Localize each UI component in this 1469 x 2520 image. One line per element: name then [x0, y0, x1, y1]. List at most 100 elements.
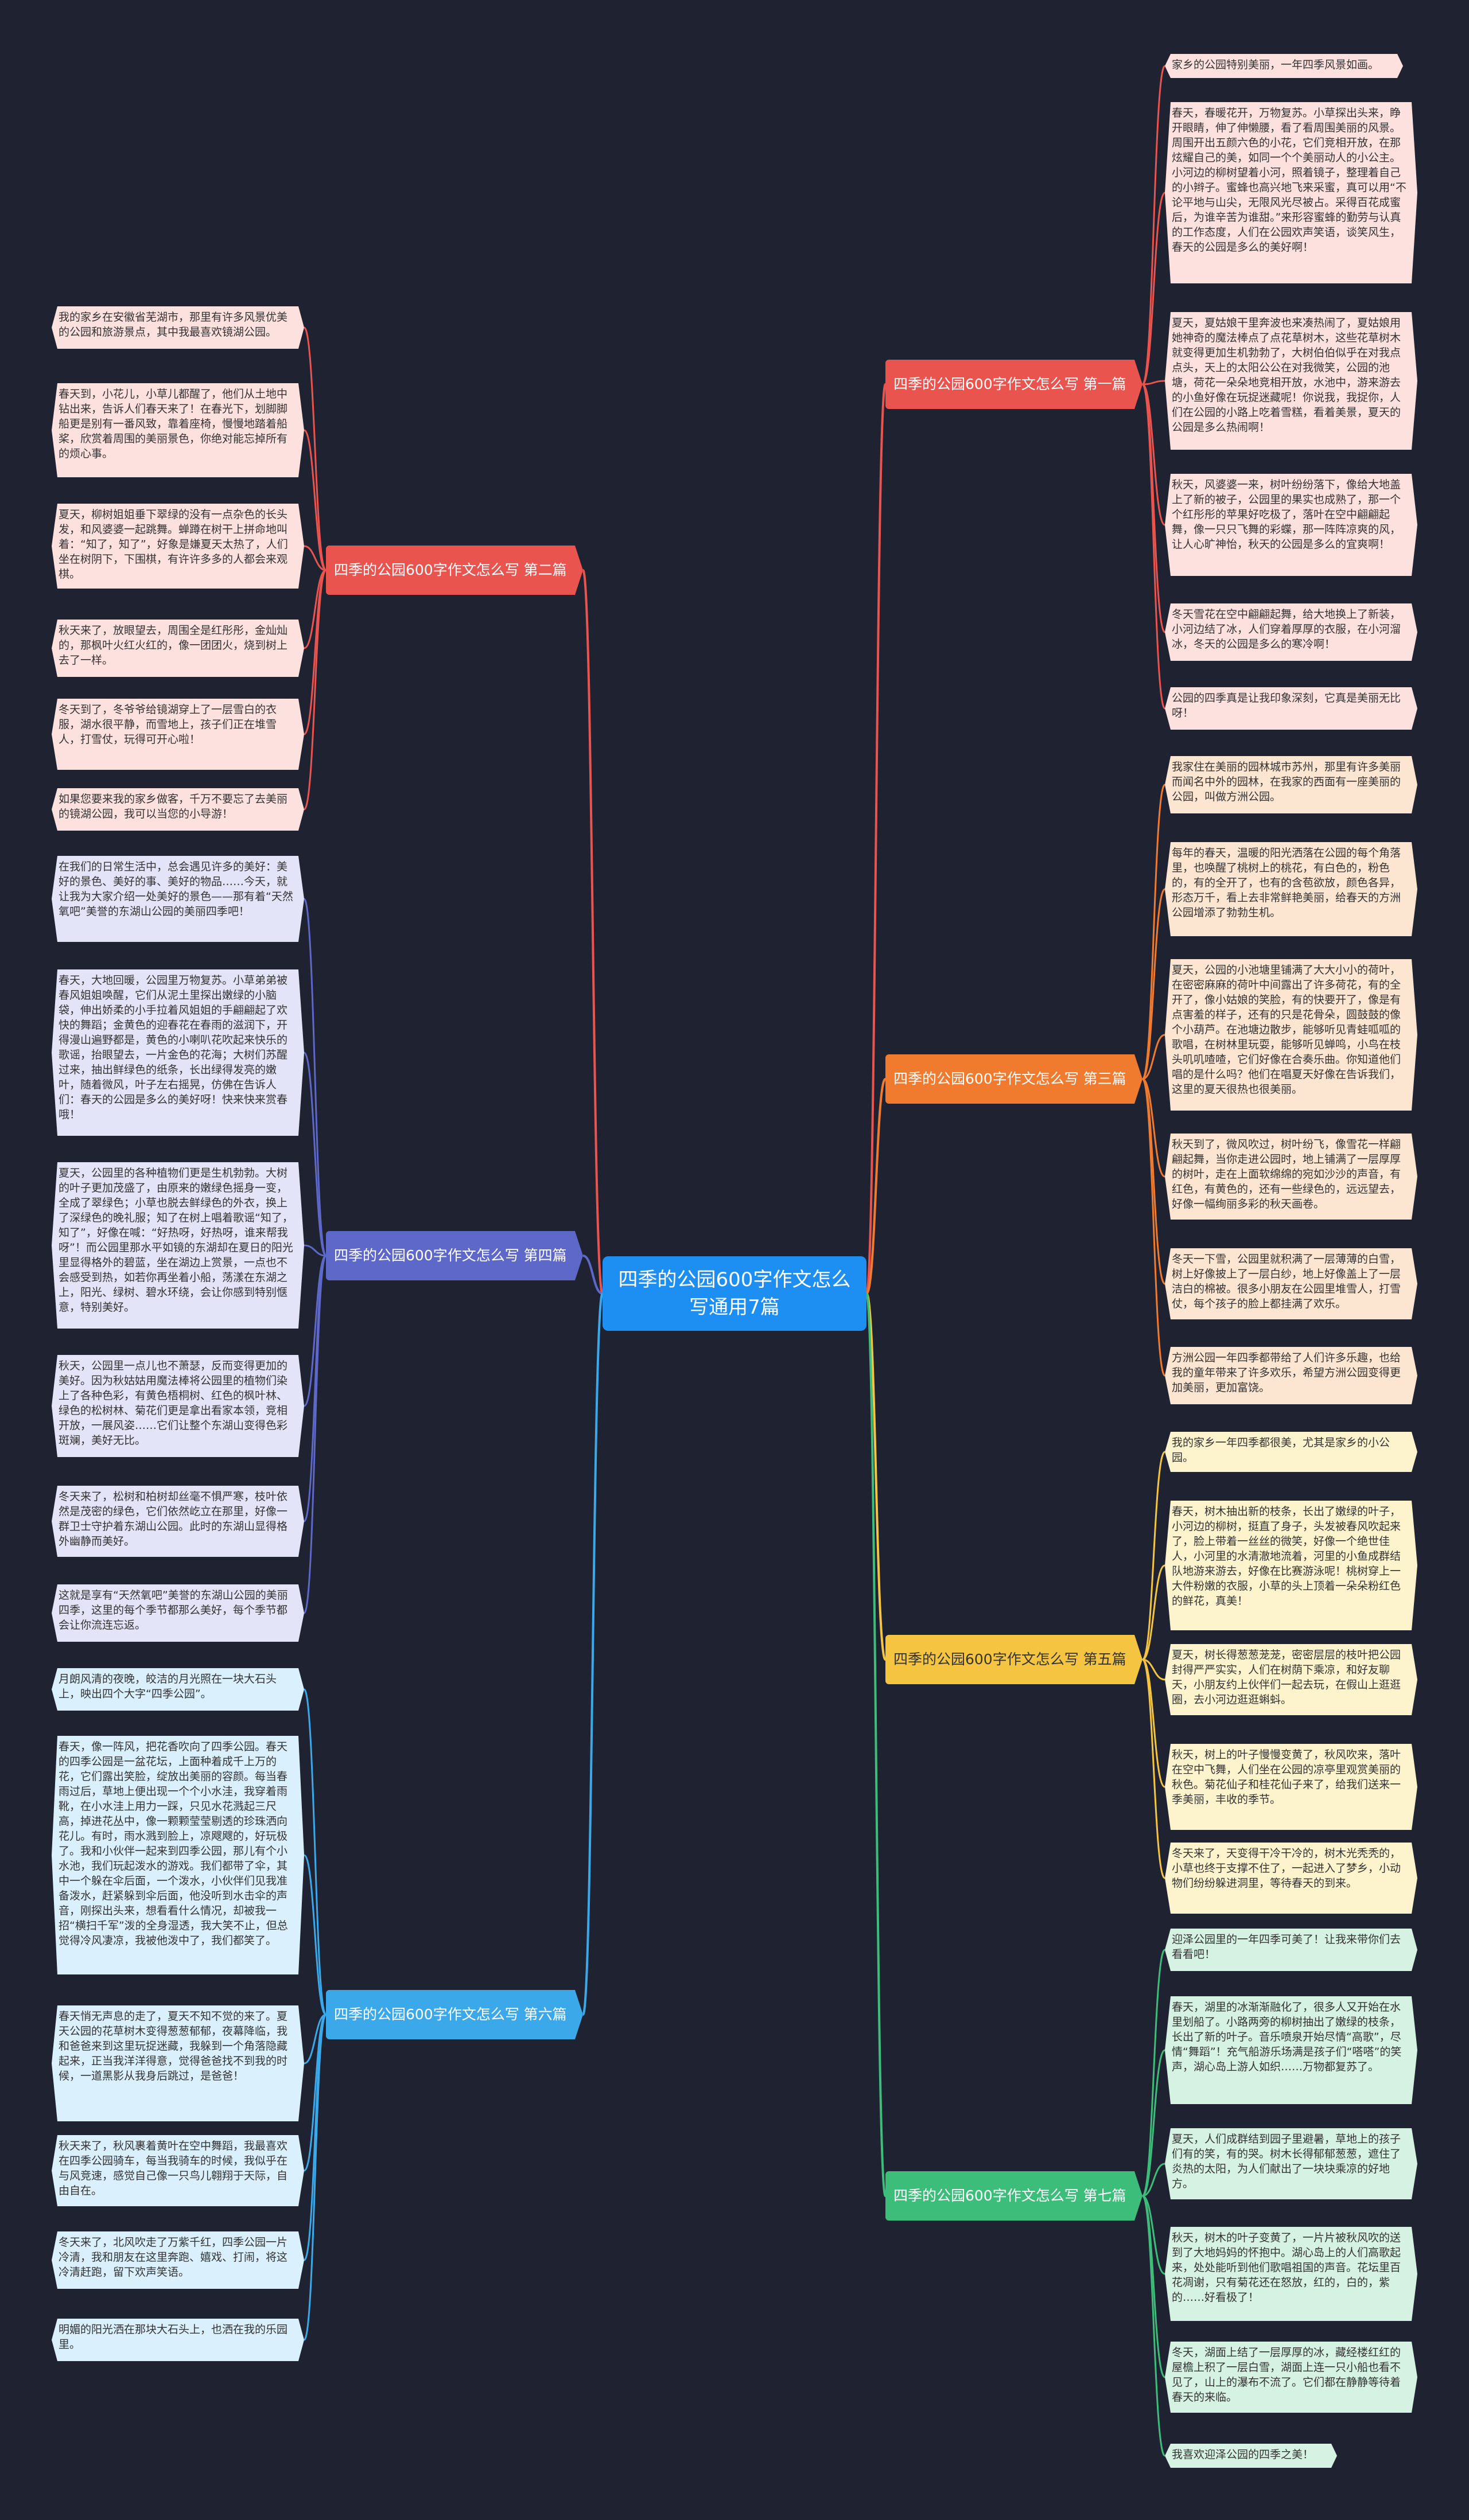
connector-line — [304, 545, 327, 571]
leaf-7-3[interactable]: 夏天，人们成群结到园子里避暑，草地上的孩子们有的笑，有的哭。树木长得郁郁葱葱，遮… — [1165, 2128, 1417, 2199]
connector-line — [1141, 888, 1166, 1080]
connector-line — [304, 569, 327, 649]
leaf-4-5[interactable]: 冬天来了，松树和柏树却丝毫不惧严寒，枝叶依然是茂密的绿色，它们依然屹立在那里，好… — [52, 1486, 304, 1557]
connector-line — [303, 1051, 327, 1257]
branch-label: 四季的公园600字作文怎么写 第四篇 — [334, 1247, 567, 1264]
connector-line — [303, 569, 327, 735]
connector-line — [303, 1255, 327, 1614]
connector-line — [1142, 1564, 1165, 1661]
leaf-2-4[interactable]: 秋天来了，放眼望去，周围全是红彤彤，金灿灿的，那枫叶火红火红的，像一团团火，烧到… — [52, 620, 304, 677]
connector-line — [1142, 2163, 1165, 2197]
connector-line — [1141, 1451, 1166, 1661]
connector-line — [1142, 1658, 1165, 1788]
leaf-5-4[interactable]: 秋天，树上的叶子慢慢变黄了，秋风吹来，落叶在空中飞舞，人们坐在公园的凉亭里观赏美… — [1165, 1744, 1417, 1830]
connector-line — [1141, 784, 1166, 1080]
connector-line — [865, 383, 887, 1295]
leaf-3-6[interactable]: 方洲公园一年四季都带给了人们许多乐趣，也给我的童年带来了许多欢乐，希望方洲公园变… — [1165, 1347, 1417, 1404]
leaf-5-2[interactable]: 春天，树木抽出新的枝条，长出了嫩绿的叶子，小河边的柳树，挺直了身子，头发被春风吹… — [1165, 1501, 1417, 1630]
connector-line — [303, 1255, 327, 1407]
leaf-5-1[interactable]: 我的家乡一年四季都很美，尤其是家乡的小公园。 — [1165, 1432, 1417, 1472]
connector-line — [582, 569, 604, 1295]
connector-line — [1141, 1949, 1166, 2197]
leaf-3-4[interactable]: 秋天到了，微风吹过，树叶纷飞，像雪花一样翩翩起舞，当你走进公园时，地上铺满了一层… — [1165, 1134, 1417, 1220]
leaf-3-1[interactable]: 我家住在美丽的园林城市苏州，那里有许多美丽而闻名中外的园林，在我家的西面有一座美… — [1165, 756, 1417, 813]
leaf-6-1[interactable]: 月朗风清的夜晚，皎洁的月光照在一块大石头上，映出四个大字“四季公园”。 — [52, 1668, 304, 1711]
connector-line — [304, 2013, 327, 2065]
root-topic-label: 四季的公园600字作文怎么写通用7篇 — [618, 1268, 851, 1319]
branch-5-topic[interactable]: 四季的公园600字作文怎么写 第五篇 — [885, 1635, 1142, 1684]
leaf-1-1[interactable]: 家乡的公园特别美丽，一年四季风景如画。 — [1165, 54, 1403, 78]
connector-line — [303, 1854, 327, 2016]
connector-line — [582, 1292, 604, 2016]
leaf-1-6[interactable]: 公园的四季真是让我印象深刻，它真是美丽无比呀！ — [1165, 687, 1417, 730]
connector-line — [1141, 192, 1166, 385]
leaf-7-1[interactable]: 迎泽公园里的一年四季可美了！让我来带你们去看看吧！ — [1165, 1929, 1417, 1971]
leaf-6-2[interactable]: 春天，像一阵风，把花香吹向了四季公园。春天的四季公园是一盆花坛，上面种着成千上万… — [52, 1736, 304, 1974]
leaf-6-5[interactable]: 冬天来了，北风吹走了万紫千红，四季公园一片冷清，我和朋友在这里奔跑、嬉戏、打闹，… — [52, 2231, 304, 2289]
leaf-3-2[interactable]: 每年的春天，温暖的阳光洒落在公园的每个角落里，也唤醒了桃树上的桃花，有白色的，粉… — [1165, 842, 1417, 936]
leaf-1-3[interactable]: 夏天，夏姑娘干里奔波也来凑热闹了，夏姑娘用她神奇的魔法棒点了点花草树木，这些花草… — [1165, 312, 1417, 450]
leaf-2-6[interactable]: 如果您要来我的家乡做客，千万不要忘了去美丽的镜湖公园，我可以当您的小导游！ — [52, 788, 304, 831]
branch-7-topic[interactable]: 四季的公园600字作文怎么写 第七篇 — [885, 2171, 1142, 2221]
leaf-4-2[interactable]: 春天，大地回暖，公园里万物复苏。小草弟弟被春风姐姐唤醒，它们从泥土里探出嫩绿的小… — [52, 969, 304, 1136]
branch-label: 四季的公园600字作文怎么写 第二篇 — [334, 562, 567, 578]
connector-line — [303, 429, 327, 571]
branch-3-topic[interactable]: 四季的公园600字作文怎么写 第三篇 — [885, 1054, 1142, 1104]
connector-line — [303, 2013, 327, 2172]
connector-line — [1142, 1034, 1165, 1080]
leaf-7-6[interactable]: 我喜欢迎泽公园的四季之美！ — [1165, 2444, 1337, 2468]
connector-line — [303, 1255, 327, 1522]
connector-line — [1141, 2195, 1166, 2378]
connector-line — [1142, 2195, 1165, 2275]
leaf-3-5[interactable]: 冬天一下雪，公园里就积满了一层薄薄的白雪，树上好像披上了一层白纱，地上好像盖上了… — [1165, 1248, 1417, 1319]
connector-line — [1141, 1658, 1166, 1879]
connector-line — [582, 1255, 603, 1295]
leaf-4-3[interactable]: 夏天，公园里的各种植物们更是生机勃勃。大树的叶子更加茂盛了，由原来的嫩绿色摇身一… — [52, 1162, 304, 1329]
leaf-6-4[interactable]: 秋天来了，秋风裹着黄叶在空中舞蹈，我最喜欢在四季公园骑车，每当我骑车的时候，我似… — [52, 2135, 304, 2206]
leaf-2-2[interactable]: 春天到，小花儿，小草儿都醒了，他们从土地中钻出来，告诉人们春天来了！在春光下，划… — [52, 383, 304, 477]
connector-line — [1141, 65, 1166, 385]
connector-line — [865, 1292, 887, 1661]
leaf-5-5[interactable]: 冬天来了，天变得干冷干冷的，树木光秃秃的，小草也终于支撑不住了，一起进入了梦乡，… — [1165, 1843, 1417, 1914]
connector-line — [303, 2013, 327, 2261]
branch-4-topic[interactable]: 四季的公园600字作文怎么写 第四篇 — [326, 1231, 583, 1280]
connector-line — [1142, 383, 1165, 526]
connector-line — [1141, 1078, 1166, 1285]
connector-line — [1141, 1078, 1166, 1377]
leaf-1-5[interactable]: 冬天雪花在空中翩翩起舞，给大地换上了新装，小河边结了冰，人们穿着厚厚的衣服，在小… — [1165, 603, 1417, 661]
leaf-4-1[interactable]: 在我们的日常生活中，总会遇见许多的美好：美好的景色、美好的事、美好的物品……今天… — [52, 856, 304, 942]
connector-line — [303, 1688, 327, 2016]
leaf-7-5[interactable]: 冬天，湖面上结了一层厚厚的冰，藏经楼红红的屋檐上积了一层白雪，湖面上连一只小船也… — [1165, 2342, 1417, 2413]
branch-label: 四季的公园600字作文怎么写 第七篇 — [893, 2187, 1126, 2204]
leaf-4-6[interactable]: 这就是享有“天然氧吧”美誉的东湖山公园的美丽四季，这里的每个季节都那么美好，每个… — [52, 1584, 304, 1642]
leaf-4-4[interactable]: 秋天，公园里一点儿也不萧瑟，反而变得更加的美好。因为秋姑姑用魔法棒将公园里的植物… — [52, 1355, 304, 1457]
connector-line — [1142, 1078, 1165, 1178]
branch-2-topic[interactable]: 四季的公园600字作文怎么写 第二篇 — [326, 546, 583, 595]
branch-1-topic[interactable]: 四季的公园600字作文怎么写 第一篇 — [885, 360, 1142, 409]
leaf-5-3[interactable]: 夏天，树长得葱葱茏茏，密密层层的枝叶把公园封得严严实实，人们在树荫下乘凉，和好友… — [1165, 1644, 1417, 1715]
connector-line — [865, 1292, 887, 2197]
leaf-1-2[interactable]: 春天，春暖花开，万物复苏。小草探出头来，睁开眼睛，伸了伸懒腰，看了看周围美丽的风… — [1165, 102, 1417, 283]
connector-line — [865, 1078, 887, 1295]
connector-line — [1141, 383, 1166, 633]
leaf-1-4[interactable]: 秋天，风婆婆一来，树叶纷纷落下，像给大地盖上了新的被子，公园里的果实也成熟了，那… — [1165, 474, 1417, 576]
connector-line — [303, 326, 327, 571]
leaf-2-1[interactable]: 我的家乡在安徽省芜湖市，那里有许多风景优美的公园和旅游景点，其中我最喜欢镜湖公园… — [52, 306, 304, 349]
connector-line — [303, 898, 327, 1257]
connector-line — [1142, 1658, 1165, 1681]
connector-line — [303, 2013, 327, 2341]
connector-line — [1142, 2049, 1165, 2197]
connector-line — [1141, 383, 1166, 710]
leaf-2-3[interactable]: 夏天，柳树姐姐垂下翠绿的没有一点杂色的长头发，和风婆婆一起跳舞。蝉蹲在树干上拼命… — [52, 504, 304, 589]
connector-line — [304, 1244, 327, 1257]
leaf-2-5[interactable]: 冬天到了，冬爷爷给镜湖穿上了一层雪白的衣服，湖水很平静，而雪地上，孩子们正在堆雪… — [52, 699, 304, 770]
leaf-6-6[interactable]: 明媚的阳光洒在那块大石头上，也洒在我的乐园里。 — [52, 2319, 304, 2361]
leaf-3-3[interactable]: 夏天，公园的小池塘里铺满了大大小小的荷叶，在密密麻麻的荷叶中间露出了许多荷花，有… — [1165, 959, 1417, 1111]
branch-6-topic[interactable]: 四季的公园600字作文怎么写 第六篇 — [326, 1990, 583, 2039]
root-topic[interactable]: 四季的公园600字作文怎么写通用7篇 — [603, 1256, 866, 1331]
branch-label: 四季的公园600字作文怎么写 第六篇 — [334, 2006, 567, 2023]
leaf-7-2[interactable]: 春天，湖里的冰渐渐融化了，很多人又开始在水里划船了。小路两旁的柳树抽出了嫩绿的枝… — [1165, 1996, 1417, 2104]
leaf-7-4[interactable]: 秋天，树木的叶子变黄了，一片片被秋风吹的送到了大地妈妈的怀抱中。湖心岛上的人们高… — [1165, 2227, 1417, 2321]
leaf-6-3[interactable]: 春天悄无声息的走了，夏天不知不觉的来了。夏天公园的花草树木变得葱葱郁郁，夜幕降临… — [52, 2005, 304, 2121]
